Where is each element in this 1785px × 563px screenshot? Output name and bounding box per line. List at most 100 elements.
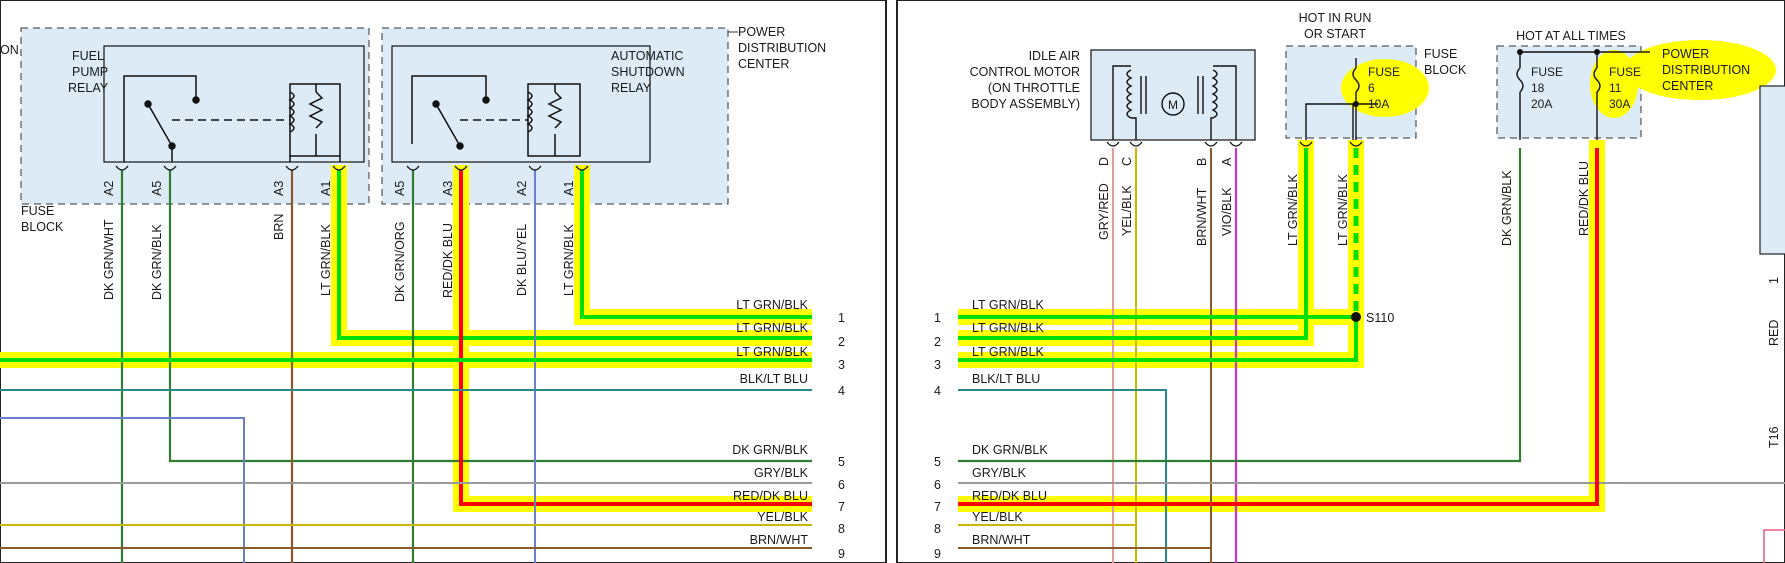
- bus-number: 6: [934, 478, 941, 492]
- fuse-block-right-label-1: FUSE: [1424, 47, 1457, 61]
- fuel-pump-relay-label-1: FUEL: [72, 49, 104, 63]
- fuse6-label: FUSE: [1368, 65, 1400, 79]
- pin-label: A3: [272, 181, 286, 196]
- hot-in-run-label-1: HOT IN RUN: [1299, 11, 1372, 25]
- wire-dk-grn-blk-left: [168, 170, 812, 463]
- bus-label: YEL/BLK: [757, 510, 808, 524]
- wire-label: DK GRN/WHT: [102, 219, 116, 300]
- fuse11-rating: 30A: [1609, 97, 1630, 111]
- bus-number: 9: [838, 547, 845, 561]
- wire-label: LT GRN/BLK: [1336, 174, 1350, 246]
- pin-label: A5: [150, 181, 164, 196]
- pin-label: A5: [393, 181, 407, 196]
- bus-label: LT GRN/BLK: [972, 298, 1044, 312]
- wire-label: DK GRN/BLK: [150, 224, 164, 300]
- wire-label: RED/DK BLU: [441, 223, 455, 298]
- pin-label: A3: [441, 181, 455, 196]
- bus-label: LT GRN/BLK: [736, 298, 808, 312]
- wire-label: VIO/BLK: [1220, 187, 1234, 236]
- bus-3-right: [958, 317, 1358, 362]
- fuse18-number: 18: [1531, 81, 1545, 95]
- bus-label: BLK/LT BLU: [972, 372, 1040, 386]
- fuse18-label: FUSE: [1531, 65, 1563, 79]
- pin-label: B: [1195, 158, 1209, 166]
- bus-number: 7: [934, 500, 941, 514]
- asd-relay-label-2: SHUTDOWN: [611, 65, 685, 79]
- wire-red-dk-blu-left: [459, 170, 812, 506]
- pdc-label-left-1: POWER: [738, 25, 785, 39]
- right-edge-component: [1759, 85, 1785, 255]
- iac-label-1: IDLE AIR: [1029, 49, 1080, 63]
- wire-label: DK GRN/ORG: [393, 221, 407, 302]
- bus-label: LT GRN/BLK: [972, 345, 1044, 359]
- bus-label: BRN/WHT: [972, 533, 1031, 547]
- bus-number: 2: [934, 335, 941, 349]
- hot-at-all-times-label: HOT AT ALL TIMES: [1516, 29, 1626, 43]
- left-wire-labels: DK GRN/WHT DK GRN/BLK BRN LT GRN/BLK DK …: [102, 214, 576, 302]
- left-pin-labels: A2 A5 A3 A1 A5 A3 A2 A1: [102, 181, 576, 196]
- wire-label: LT GRN/BLK: [562, 224, 576, 296]
- right-edge-text: 1: [1767, 277, 1781, 284]
- fuse-block-label-2: BLOCK: [21, 220, 64, 234]
- right-panel: IDLE AIR CONTROL MOTOR (ON THROTTLE BODY…: [896, 0, 1785, 563]
- bus-label: DK GRN/BLK: [732, 443, 808, 457]
- bus-number: 8: [934, 522, 941, 536]
- left-edge-text: ON: [0, 43, 19, 57]
- iac-label-2: CONTROL MOTOR: [970, 65, 1080, 79]
- hot-in-run-label-2: OR START: [1304, 27, 1366, 41]
- pin-label: A1: [562, 181, 576, 196]
- iac-label-4: BODY ASSEMBLY): [971, 97, 1080, 111]
- fuse6-number: 6: [1368, 81, 1375, 95]
- fuse-block-label-1: FUSE: [21, 204, 54, 218]
- pdc-label-highlight: [1624, 40, 1776, 100]
- pin-label: A: [1220, 157, 1234, 166]
- wire-label: LT GRN/BLK: [319, 224, 333, 296]
- wire-dk-grn-blk-right: [958, 148, 1522, 463]
- bus-number: 5: [934, 455, 941, 469]
- bus-number: 7: [838, 500, 845, 514]
- right-bus-labels: 1 2 3 4 5 6 7 8 9 LT GRN/BLK LT GRN/BLK …: [934, 298, 1048, 561]
- iac-internals: [1112, 65, 1237, 140]
- pdc-label-left-3: CENTER: [738, 57, 789, 71]
- pdc-label-left-2: DISTRIBUTION: [738, 41, 826, 55]
- iac-label-3: (ON THROTTLE: [988, 81, 1080, 95]
- splice-label: S110: [1366, 311, 1394, 325]
- bus-number: 5: [838, 455, 845, 469]
- pin-label: A1: [319, 181, 333, 196]
- pdc-label-right-1: POWER: [1662, 47, 1709, 61]
- bus-label: GRY/BLK: [754, 466, 809, 480]
- bus-number: 9: [934, 547, 941, 561]
- pin-label: A2: [102, 181, 116, 196]
- fuel-pump-relay-label-3: RELAY: [68, 81, 109, 95]
- bus-label: LT GRN/BLK: [972, 321, 1044, 335]
- pin-label: C: [1120, 157, 1134, 166]
- motor-symbol: M: [1168, 98, 1178, 112]
- fuse11-highlight: [1590, 50, 1638, 118]
- fuse6-highlight: [1341, 59, 1429, 117]
- bus-number: 6: [838, 478, 845, 492]
- bus-number: 3: [838, 358, 845, 372]
- wire-label: RED/DK BLU: [1577, 161, 1591, 236]
- bus-label: BLK/LT BLU: [740, 372, 808, 386]
- bus-number: 8: [838, 522, 845, 536]
- fuse11-label: FUSE: [1609, 65, 1641, 79]
- bus-label: RED/DK BLU: [972, 489, 1047, 503]
- asd-relay-internals: [411, 75, 581, 157]
- fuse-block-right-label-2: BLOCK: [1424, 63, 1467, 77]
- bus-label: GRY/BLK: [972, 466, 1027, 480]
- wire-label: BRN/WHT: [1195, 187, 1209, 246]
- right-edge-text: RED: [1767, 320, 1781, 346]
- fuel-pump-relay-label-2: PUMP: [72, 65, 108, 79]
- bus-label: LT GRN/BLK: [736, 345, 808, 359]
- wire-blue-loop: [0, 417, 245, 563]
- right-pin-labels: D C B A: [1097, 157, 1234, 166]
- fuel-pump-relay: [103, 45, 365, 163]
- right-connector-ticks: [1106, 141, 1363, 147]
- bus-number: 1: [934, 311, 941, 325]
- asd-relay-label-3: RELAY: [611, 81, 652, 95]
- pdc-label-right-2: DISTRIBUTION: [1662, 63, 1750, 77]
- bus-label: BRN/WHT: [750, 533, 809, 547]
- bus-label: LT GRN/BLK: [736, 321, 808, 335]
- bus-label: YEL/BLK: [972, 510, 1023, 524]
